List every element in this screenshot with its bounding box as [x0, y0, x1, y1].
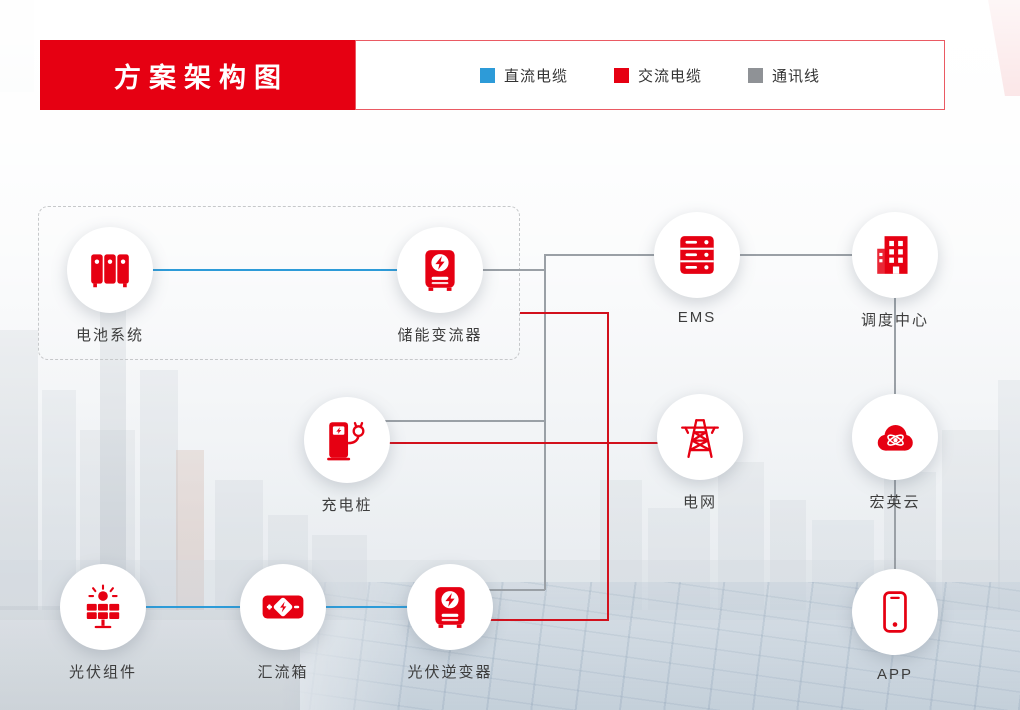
inverter-icon [425, 250, 455, 291]
legend-box: 直流电缆 交流电缆 通讯线 [355, 40, 945, 110]
legend-label: 直流电缆 [503, 67, 568, 85]
smartphone-icon [883, 591, 907, 633]
page-title: 方案架构图 [114, 62, 289, 93]
node-label-pv: 光伏组件 [68, 664, 138, 681]
combiner-box-icon [262, 595, 304, 619]
battery-cabinet-icon [91, 254, 129, 288]
node-label-ems: EMS [677, 309, 717, 326]
grid-circle [657, 394, 743, 480]
solar-panel-icon [86, 584, 120, 629]
power-tower-icon [681, 419, 719, 459]
storage-group-box [38, 206, 520, 360]
inverter-icon [435, 587, 465, 628]
title-banner: 方案架构图 [40, 40, 355, 110]
pcs-circle [397, 227, 483, 313]
dc-cable-swatch [479, 67, 495, 83]
node-label-cloud: 宏英云 [869, 494, 921, 511]
ac-cable-swatch [613, 67, 629, 83]
edge-comm [544, 254, 697, 590]
pv-circle [60, 564, 146, 650]
comm-line-swatch [748, 67, 763, 83]
node-label-dispatch: 调度中心 [860, 312, 930, 329]
inverter-circle [407, 564, 493, 650]
dispatch-circle [852, 212, 938, 298]
node-label-charger: 充电桩 [321, 497, 373, 514]
node-label-inverter: 光伏逆变器 [407, 664, 493, 681]
edge-ac [450, 312, 609, 621]
legend-item-ac-cable: 交流电缆 [613, 65, 702, 86]
server-icon [680, 236, 714, 274]
node-label-combiner: 汇流箱 [257, 664, 309, 681]
node-label-pcs: 储能变流器 [397, 327, 483, 344]
battery-circle [67, 227, 153, 313]
charger-circle [304, 397, 390, 483]
building-icon [877, 236, 908, 274]
legend-item-dc-cable: 直流电缆 [479, 65, 568, 86]
ems-circle [654, 212, 740, 298]
node-label-app: APP [876, 666, 914, 683]
combiner-circle [240, 564, 326, 650]
cloud-circle [852, 394, 938, 480]
node-label-battery: 电池系统 [75, 327, 145, 344]
legend-item-comm-line: 通讯线 [748, 65, 820, 86]
legend-label: 通讯线 [772, 67, 821, 85]
charging-pile-icon [327, 421, 365, 461]
app-circle [852, 569, 938, 655]
legend-label: 交流电缆 [637, 67, 702, 85]
node-label-grid: 电网 [682, 494, 718, 511]
cloud-icon [877, 424, 913, 451]
